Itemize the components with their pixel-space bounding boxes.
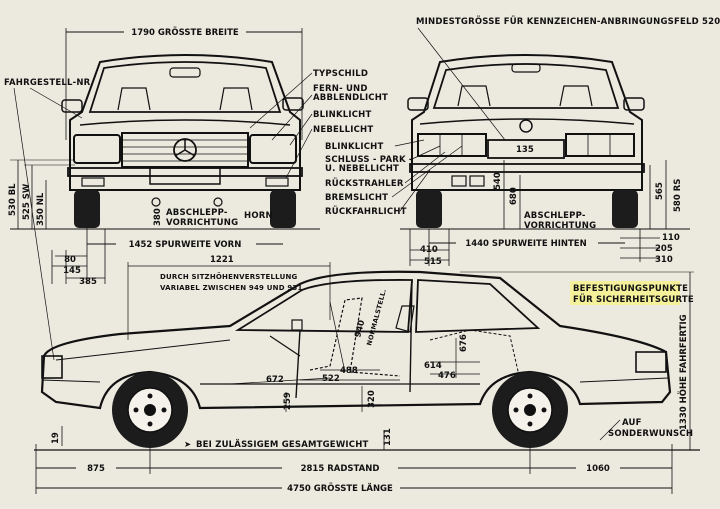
option-label-1: AUF	[622, 418, 642, 428]
front-width-label: 1790 GRÖSSTE BREITE	[131, 27, 239, 38]
rear-view: MINDESTGRÖSSE FÜR KENNZEICHEN-ANBRINGUNG…	[325, 16, 720, 267]
rear-dim-565: 565	[655, 182, 665, 200]
rear-callout-rueckstrahler: RÜCKSTRAHLER	[325, 178, 404, 189]
front-horn-label: HORN	[244, 211, 273, 221]
rear-wheel	[492, 372, 568, 448]
rear-tow-label-2: VORRICHTUNG	[524, 221, 596, 231]
side-dim-488: 488	[340, 366, 358, 376]
rear-callout-blinklicht: BLINKLICHT	[325, 142, 384, 152]
side-dim-1060: 1060	[586, 464, 610, 474]
rear-dim-580-rs: 580 RS	[673, 179, 683, 212]
front-dim-145: 145	[63, 266, 81, 276]
rear-callout-nebellicht: U. NEBELLICHT	[325, 164, 399, 174]
rear-callout-schluss: SCHLUSS - PARK -	[325, 155, 413, 165]
seat-note-line-1: DURCH SITZHÖHENVERSTELLUNG	[160, 272, 298, 281]
rear-tow-label-1: ABSCHLEPP-	[524, 211, 586, 221]
front-callout-typschild: TYPSCHILD	[313, 69, 368, 79]
rear-callout-rueckfahrlicht: RÜCKFAHRLICHT	[325, 206, 407, 217]
front-dim-80: 80	[64, 255, 76, 265]
front-tow-label-1: ABSCHLEPP-	[166, 208, 228, 218]
side-dim-522: 522	[322, 374, 340, 384]
front-dim-525sw: 525 SW	[22, 183, 32, 220]
front-dim-530bl: 530 BL	[8, 183, 18, 216]
side-dim-19: 19	[51, 432, 61, 444]
front-dim-380: 380	[153, 208, 163, 226]
rear-dim-410: 410	[420, 245, 438, 255]
front-tow-label-2: VORRICHTUNG	[166, 218, 238, 228]
side-dim-1221: 1221	[210, 255, 234, 265]
seat-note-line-2: VARIABEL ZWISCHEN 949 UND 931	[160, 284, 303, 292]
front-callout-fern: FERN- UND	[313, 84, 368, 94]
chassis-number-label: FAHRGESTELL-NR.	[4, 78, 94, 88]
side-dim-320: 320	[367, 390, 377, 408]
rear-dim-680: 680	[509, 187, 519, 205]
side-view: 1221 DURCH SITZHÖHENVERSTELLUNG VARIABEL…	[34, 255, 700, 494]
front-callout-nebellicht: NEBELLICHT	[313, 125, 373, 135]
rear-dim-515: 515	[424, 257, 442, 267]
rear-dim-310: 310	[655, 255, 673, 265]
plate-number: 135	[516, 145, 534, 155]
weight-note-arrow: ➤	[184, 440, 191, 450]
overall-length-label: 4750 GRÖSSTE LÄNGE	[287, 483, 393, 494]
front-track-label: 1452 SPURWEITE VORN	[129, 240, 242, 250]
side-dim-875: 875	[87, 464, 105, 474]
height-label: 1330 HÖHE FAHRFERTIG	[678, 314, 689, 430]
side-dim-672: 672	[266, 375, 284, 385]
rear-track-label: 1440 SPURWEITE HINTEN	[465, 239, 586, 249]
weight-note: BEI ZULÄSSIGEM GESAMTGEWICHT	[196, 439, 369, 450]
side-dim-676: 676	[459, 334, 469, 352]
side-dim-131: 131	[383, 428, 393, 446]
front-wheel	[112, 372, 188, 448]
rear-dim-540: 540	[493, 172, 503, 190]
belt-label-highlight	[570, 281, 680, 305]
plate-field-label: MINDESTGRÖSSE FÜR KENNZEICHEN-ANBRINGUNG…	[416, 16, 720, 27]
belt-label-line-1: BEFESTIGUNGSPUNKTE	[573, 284, 688, 294]
option-label-2: SONDERWUNSCH	[608, 429, 693, 439]
side-dim-476: 476	[438, 371, 456, 381]
side-dim-614: 614	[424, 361, 442, 371]
rear-dim-205: 205	[655, 244, 673, 254]
wheelbase-label: 2815 RADSTAND	[301, 464, 380, 474]
front-callout-blinklicht: BLINKLICHT	[313, 110, 372, 120]
front-dim-385: 385	[79, 277, 97, 287]
front-view: 1790 GRÖSSTE BREITE	[4, 26, 388, 361]
belt-label-line-2: FÜR SICHERHEITSGURTE	[573, 294, 694, 305]
rear-callout-bremslicht: BREMSLICHT	[325, 193, 388, 203]
front-callout-abblendlicht: ABBLENDLICHT	[313, 93, 388, 103]
side-dim-259: 259	[283, 392, 293, 410]
rear-dim-110: 110	[662, 233, 680, 243]
front-dim-350nl: 350 NL	[36, 192, 46, 226]
normal-seat-dim: 940	[353, 319, 367, 339]
